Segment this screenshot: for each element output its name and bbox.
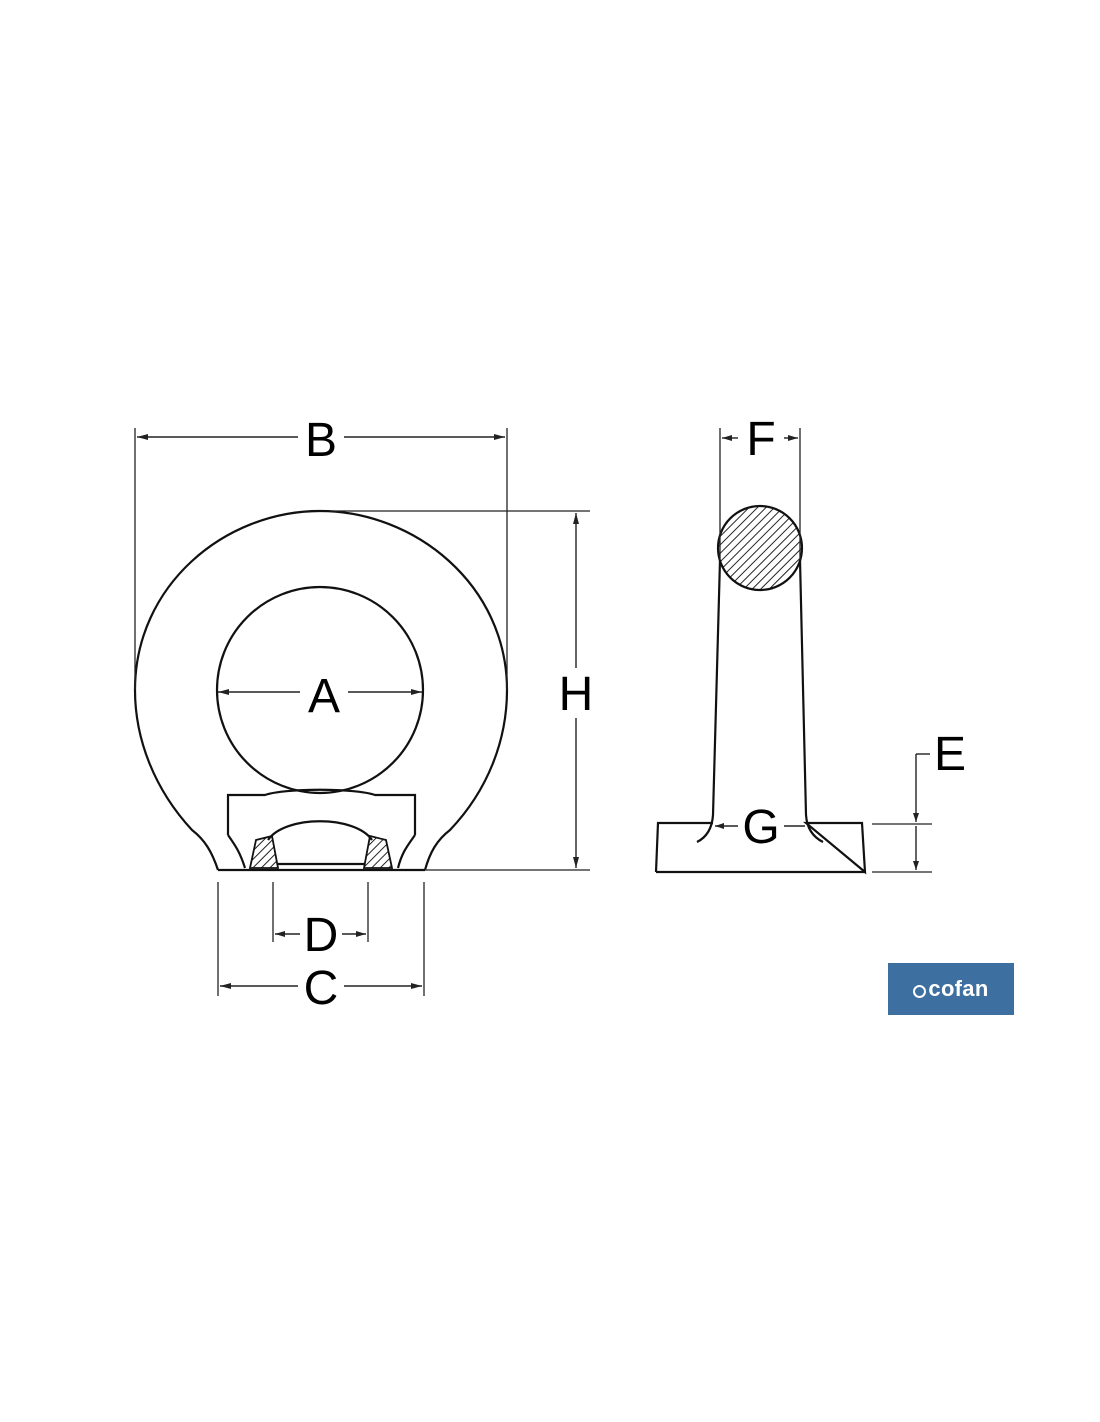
side-shank-outline-right bbox=[798, 559, 824, 843]
dim-f-arrow-right bbox=[788, 435, 798, 441]
side-view: F G E bbox=[654, 413, 966, 875]
dim-a-arrow-left bbox=[218, 689, 229, 695]
dim-f-arrow-left bbox=[722, 435, 732, 441]
collar-inner-curve-right bbox=[396, 834, 416, 869]
ring-outer-outline bbox=[133, 509, 509, 871]
dim-c-arrow-left bbox=[220, 983, 231, 989]
thread-arch bbox=[267, 820, 373, 841]
dim-d-arrow-left bbox=[275, 931, 285, 937]
side-shank-outline bbox=[696, 559, 722, 843]
hatch-left bbox=[248, 834, 280, 869]
dim-e-arrow-bottom bbox=[913, 861, 919, 870]
magnifier-dot-icon bbox=[913, 984, 927, 998]
label-b: B bbox=[305, 414, 337, 467]
dim-h-arrow-top bbox=[573, 513, 579, 524]
label-g: G bbox=[742, 801, 779, 854]
label-d: D bbox=[304, 909, 339, 962]
dim-b-arrow-left bbox=[137, 434, 148, 440]
dim-c-arrow-right bbox=[411, 983, 422, 989]
ring-inner-circle bbox=[215, 585, 425, 795]
collar-outline bbox=[226, 788, 417, 835]
ring-cross-section bbox=[716, 504, 804, 592]
hatch-right bbox=[362, 834, 394, 869]
dim-b-arrow-right bbox=[494, 434, 505, 440]
side-base-outline bbox=[654, 821, 867, 875]
cofan-logo: cofan bbox=[888, 963, 1014, 1015]
front-view: B A H D C bbox=[133, 414, 594, 1015]
dim-a-arrow-right bbox=[411, 689, 422, 695]
dim-d-arrow-right bbox=[356, 931, 366, 937]
label-f: F bbox=[746, 413, 775, 466]
label-a: A bbox=[308, 670, 340, 723]
label-e: E bbox=[934, 728, 966, 781]
logo-text: cofan bbox=[928, 976, 989, 1001]
dim-e-arrow-top bbox=[913, 813, 919, 822]
dim-h-arrow-bottom bbox=[573, 857, 579, 868]
collar-inner-curve bbox=[227, 834, 247, 869]
dim-g-arrow-left bbox=[715, 823, 724, 829]
label-c: C bbox=[304, 962, 339, 1015]
label-h: H bbox=[559, 668, 594, 721]
